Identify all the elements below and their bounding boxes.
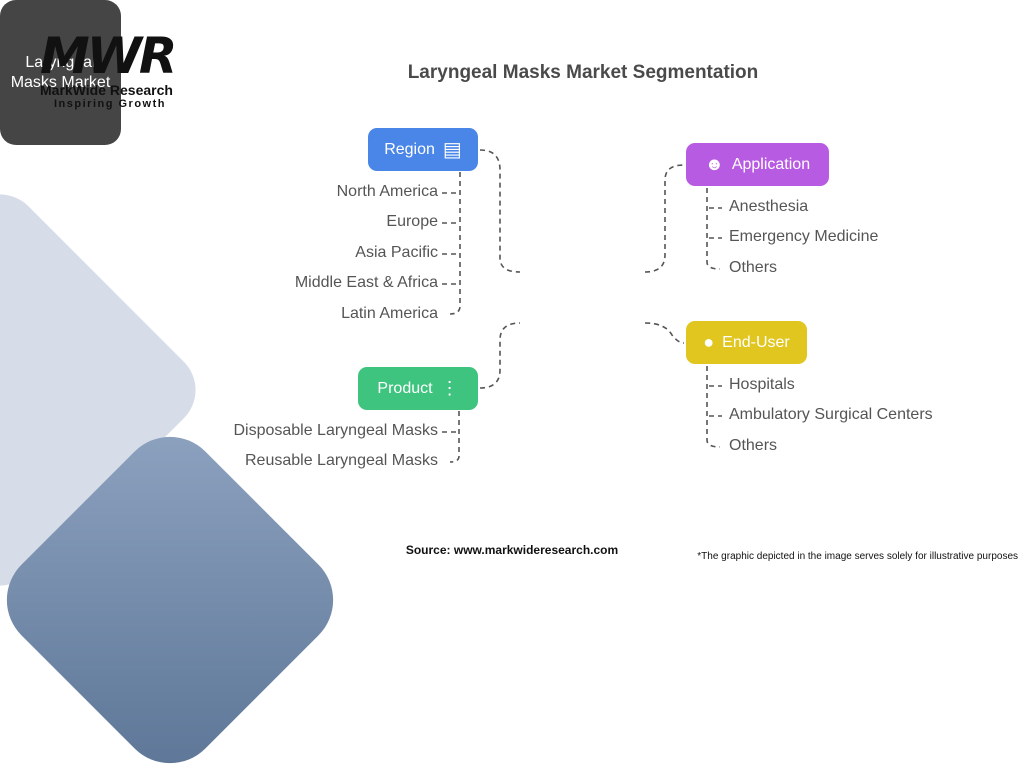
logo-mark: MWR [40,27,177,85]
logo-tagline: Inspiring Growth [54,98,166,110]
source-text: Source: www.markwideresearch.com [405,543,619,557]
doctor-icon: ☻ [704,154,724,174]
list-item: Europe [386,213,438,230]
list-item: Others [729,437,778,454]
enduser-label: End-User [722,333,790,351]
list-item: Asia Pacific [355,244,438,261]
page-title: Laryngeal Masks Market Segmentation [407,62,759,83]
logo: MWR MarkWide Research Inspiring Growth [40,30,190,110]
center-node: Laryngeal Masks Market [0,0,121,145]
logo-name: MarkWide Research [40,82,173,98]
enduser-node: ● End-User [686,321,807,364]
list-item: Latin America [341,305,438,322]
list-item: Anesthesia [729,198,809,215]
list-item: Ambulatory Surgical Centers [729,406,933,423]
application-label: Application [731,155,811,173]
list-item: Others [729,259,778,276]
list-item: Middle East & Africa [294,274,438,291]
product-label: Product [377,379,433,397]
product-icon: ⋮ [440,378,459,398]
list-item: Emergency Medicine [729,228,879,245]
list-item: Disposable Laryngeal Masks [233,422,438,439]
list-item: Hospitals [729,376,795,393]
map-icon: ▤ [442,139,462,161]
region-label: Region [384,140,435,158]
connector-lines [442,149,722,463]
product-node: Product ⋮ [358,367,478,410]
region-node: Region ▤ [368,128,478,171]
user-icon: ● [703,332,715,352]
disclaimer-text: *The graphic depicted in the image serve… [697,551,1018,562]
list-item: Reusable Laryngeal Masks [245,452,438,469]
application-node: ☻ Application [686,143,829,186]
list-item: North America [336,183,438,200]
